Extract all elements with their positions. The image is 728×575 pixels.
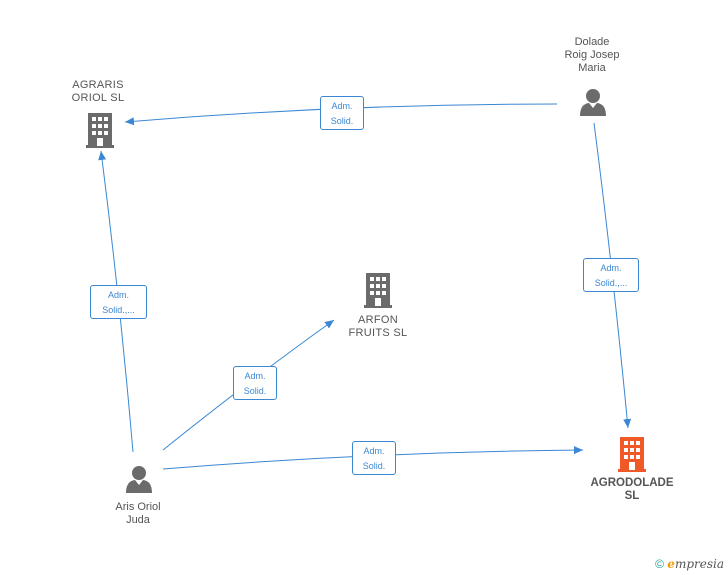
- empresia-logo: empresia: [667, 557, 724, 571]
- edge-label-aris-agraris[interactable]: Adm. Solid.,...: [90, 285, 147, 319]
- edge-label-dolade-agrodolade[interactable]: Adm. Solid.,...: [583, 258, 639, 292]
- person-icon[interactable]: [126, 466, 152, 493]
- node-label-aris[interactable]: Aris Oriol Juda: [115, 501, 161, 526]
- edge-label-dolade-agraris[interactable]: Adm. Solid.: [320, 96, 364, 130]
- node-label-arfon[interactable]: ARFON FRUITS SL: [348, 314, 408, 339]
- building-icon[interactable]: [364, 273, 392, 308]
- building-icon[interactable]: [86, 113, 114, 148]
- copyright-watermark: © empresia: [655, 557, 724, 571]
- person-icon[interactable]: [580, 89, 606, 116]
- node-label-dolade[interactable]: Dolade Roig Josep Maria: [564, 36, 620, 74]
- building-icon-focus[interactable]: [618, 437, 646, 472]
- node-label-agraris[interactable]: AGRARIS ORIOL SL: [71, 79, 125, 104]
- edge-label-aris-arfon[interactable]: Adm. Solid.: [233, 366, 277, 400]
- copyright-symbol: ©: [655, 557, 664, 571]
- edge-label-aris-agrodolade[interactable]: Adm. Solid.: [352, 441, 396, 475]
- node-label-agrodolade[interactable]: AGRODOLADE SL: [590, 477, 674, 502]
